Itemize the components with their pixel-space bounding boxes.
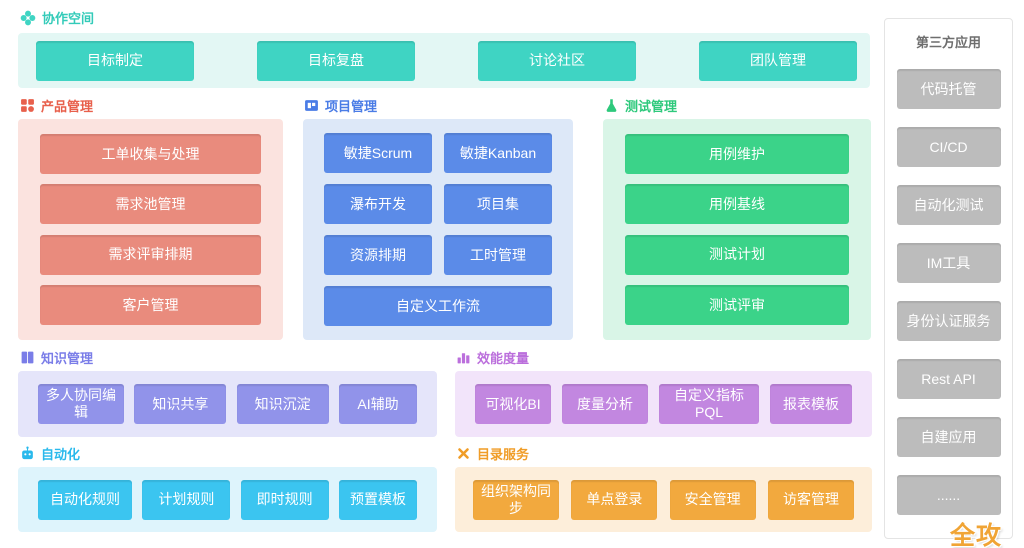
project-panel: 敏捷Scrum 敏捷Kanban 瀑布开发 项目集 资源排期 工时管理 自定义工… (303, 119, 573, 340)
agile-scrum-button[interactable]: 敏捷Scrum (324, 133, 432, 173)
thirdparty-sidebar: 第三方应用 代码托管 CI/CD 自动化测试 IM工具 身份认证服务 Rest … (884, 18, 1013, 539)
cicd-button[interactable]: CI/CD (896, 127, 1001, 167)
knowledge-icon (20, 350, 35, 365)
watermark-text: 全攻略 (950, 522, 1003, 548)
test-plan-button[interactable]: 测试计划 (625, 234, 849, 275)
directory-service-icon (456, 446, 471, 461)
thirdparty-title: 第三方应用 (915, 35, 981, 50)
project-title: 项目管理 (325, 99, 378, 114)
custom-workflow-button[interactable]: 自定义工作流 (324, 286, 552, 326)
code-hosting-button[interactable]: 代码托管 (896, 69, 1001, 109)
knowledge-section-header: 知识管理 (20, 348, 93, 367)
directory-panel: 组织架构同步 单点登录 安全管理 访客管理 (455, 467, 872, 532)
goal-setting-button[interactable]: 目标制定 (36, 40, 194, 81)
collaboration-panel: 目标制定 目标复盘 讨论社区 团队管理 (18, 33, 870, 88)
security-management-button[interactable]: 安全管理 (669, 479, 756, 520)
project-section-header: 项目管理 (304, 96, 377, 115)
product-title: 产品管理 (41, 99, 94, 114)
guest-management-button[interactable]: 访客管理 (767, 479, 854, 520)
preset-template-button[interactable]: 预置模板 (338, 479, 417, 520)
product-section-header: 产品管理 (20, 96, 93, 115)
test-section-header: 测试管理 (604, 96, 677, 115)
test-panel: 用例维护 用例基线 测试计划 测试评审 (603, 119, 871, 340)
collaboration-icon (20, 10, 36, 26)
requirement-pool-button[interactable]: 需求池管理 (40, 184, 261, 225)
metrics-icon (456, 350, 471, 365)
automation-rules-button[interactable]: 自动化规则 (38, 479, 132, 520)
ticket-collection-button[interactable]: 工单收集与处理 (40, 134, 261, 174)
more-apps-button[interactable]: ...... (896, 475, 1001, 515)
knowledge-sharing-button[interactable]: 知识共享 (134, 384, 227, 424)
automation-section-header: 自动化 (20, 444, 80, 463)
metric-analysis-button[interactable]: 度量分析 (562, 384, 648, 424)
identity-auth-button[interactable]: 身份认证服务 (896, 301, 1001, 341)
im-tools-button[interactable]: IM工具 (896, 243, 1001, 283)
instant-rules-button[interactable]: 即时规则 (240, 479, 329, 520)
scheduled-rules-button[interactable]: 计划规则 (142, 479, 231, 520)
knowledge-panel: 多人协同编辑 知识共享 知识沉淀 AI辅助 (18, 371, 437, 437)
resource-scheduling-button[interactable]: 资源排期 (324, 235, 432, 275)
report-template-button[interactable]: 报表模板 (770, 384, 852, 424)
discussion-community-button[interactable]: 讨论社区 (478, 40, 636, 81)
custom-app-button[interactable]: 自建应用 (896, 417, 1001, 457)
automation-panel: 自动化规则 计划规则 即时规则 预置模板 (18, 467, 437, 532)
case-maintenance-button[interactable]: 用例维护 (625, 134, 849, 174)
waterfall-dev-button[interactable]: 瀑布开发 (324, 184, 432, 224)
goal-review-button[interactable]: 目标复盘 (257, 40, 415, 81)
automated-testing-button[interactable]: 自动化测试 (896, 185, 1001, 225)
metrics-panel: 可视化BI 度量分析 自定义指标PQL 报表模板 (455, 371, 872, 437)
collab-editing-button[interactable]: 多人协同编辑 (38, 384, 124, 424)
case-baseline-button[interactable]: 用例基线 (625, 184, 849, 225)
bi-visualization-button[interactable]: 可视化BI (475, 384, 551, 424)
directory-section-header: 目录服务 (456, 444, 529, 463)
product-icon (20, 98, 35, 113)
agile-kanban-button[interactable]: 敏捷Kanban (444, 133, 552, 173)
org-structure-sync-button[interactable]: 组织架构同步 (473, 479, 559, 520)
sso-button[interactable]: 单点登录 (571, 479, 658, 520)
team-management-button[interactable]: 团队管理 (699, 40, 857, 81)
ai-assist-button[interactable]: AI辅助 (338, 384, 417, 424)
knowledge-title: 知识管理 (41, 351, 94, 366)
rest-api-button[interactable]: Rest API (896, 359, 1001, 399)
custom-metric-pql-button[interactable]: 自定义指标PQL (659, 384, 759, 424)
metrics-title: 效能度量 (477, 351, 530, 366)
product-panel: 工单收集与处理 需求池管理 需求评审排期 客户管理 (18, 119, 283, 340)
customer-management-button[interactable]: 客户管理 (40, 284, 261, 325)
automation-icon (20, 446, 35, 461)
collaboration-section-header: 协作空间 (20, 8, 94, 27)
requirement-review-schedule-button[interactable]: 需求评审排期 (40, 234, 261, 275)
test-title: 测试管理 (625, 99, 678, 114)
directory-title: 目录服务 (477, 447, 530, 462)
collaboration-title: 协作空间 (42, 11, 95, 26)
automation-title: 自动化 (41, 447, 81, 462)
knowledge-accumulation-button[interactable]: 知识沉淀 (236, 384, 329, 424)
project-icon (304, 98, 319, 113)
test-review-button[interactable]: 测试评审 (625, 284, 849, 325)
program-set-button[interactable]: 项目集 (444, 184, 552, 224)
test-icon (604, 98, 619, 113)
work-hours-button[interactable]: 工时管理 (444, 235, 552, 275)
metrics-section-header: 效能度量 (456, 348, 529, 367)
